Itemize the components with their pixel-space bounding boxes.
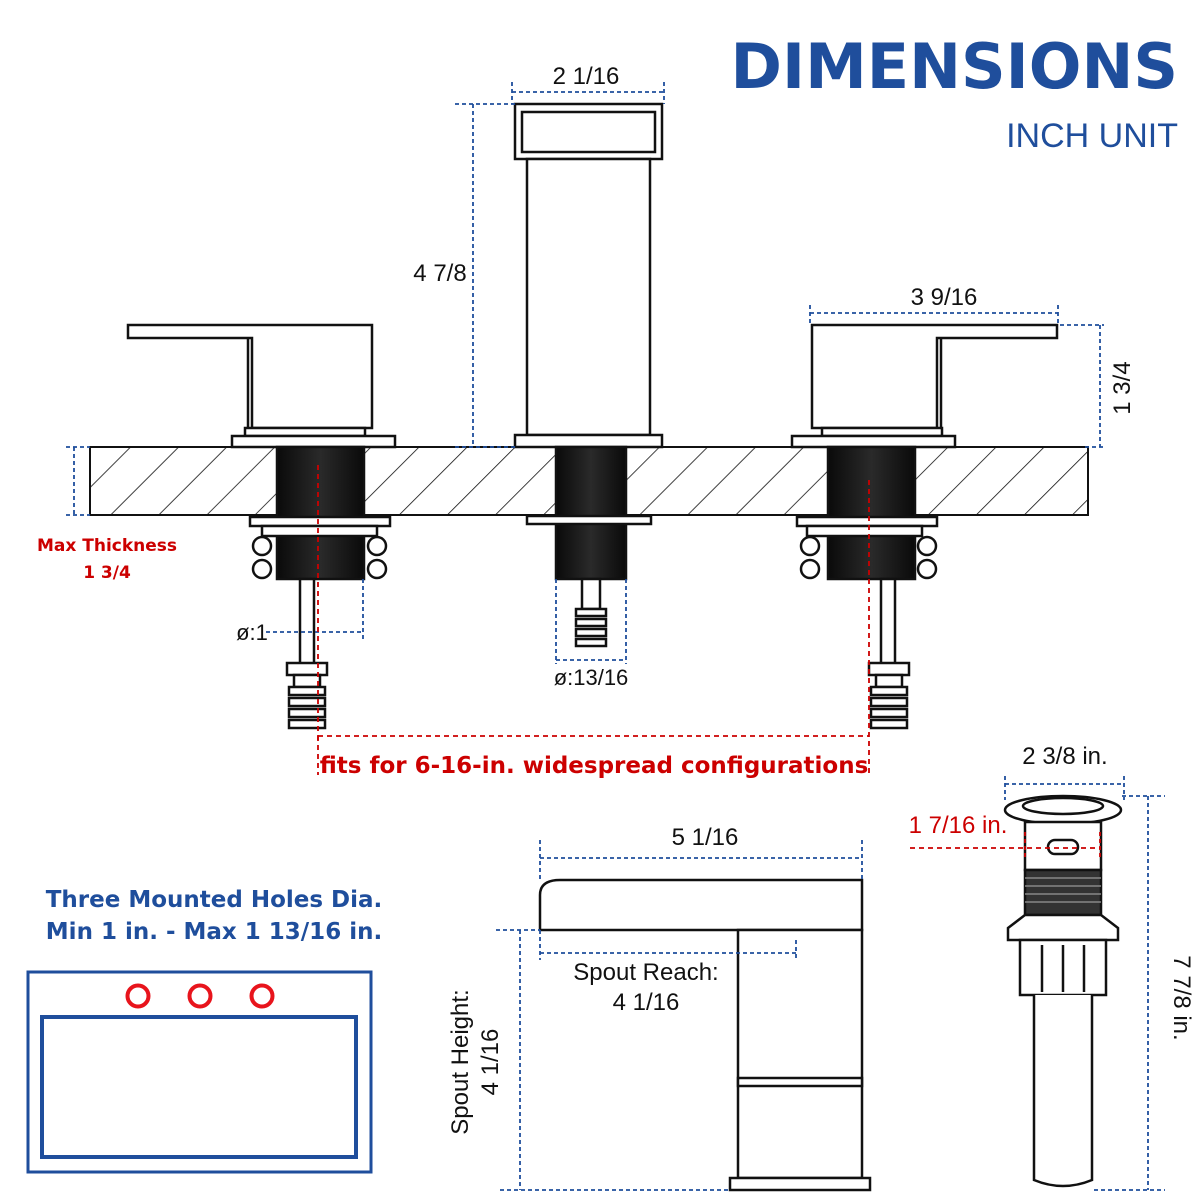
dimension-lines-drain: [910, 776, 1165, 1191]
spout-height-side-label: Spout Height:: [447, 989, 474, 1134]
handle-height-label: 1 3/4: [1109, 361, 1136, 414]
max-thickness-label: Max Thickness: [37, 536, 177, 556]
drain-overflow-width-label: 1 7/16 in.: [909, 812, 1008, 839]
max-thickness-value: 1 3/4: [83, 563, 131, 583]
page-title: DIMENSIONS: [731, 30, 1178, 103]
spout-side-view: [538, 878, 872, 1192]
spout-width-label: 2 1/16: [553, 63, 620, 90]
pop-up-drain: [1003, 794, 1123, 1188]
unit-label: INCH UNIT: [1006, 117, 1178, 155]
handle-length-label: 3 9/16: [911, 284, 978, 311]
mounting-hole-icon: [125, 983, 151, 1009]
drain-height-label: 7 7/8 in.: [1168, 955, 1195, 1040]
mounting-hole-icon: [249, 983, 275, 1009]
widespread-note: fits for 6-16-in. widespread configurati…: [320, 753, 869, 779]
mounting-hole-icon: [187, 983, 213, 1009]
dimension-lines-top: [66, 82, 1104, 664]
dimension-lines-spout: [496, 840, 863, 1191]
holes-title-line2: Min 1 in. - Max 1 13/16 in.: [46, 919, 382, 945]
spout-height-side-value: 4 1/16: [477, 1029, 504, 1096]
widespread-center-lines: [317, 465, 870, 775]
spout-length-label: 5 1/16: [672, 824, 739, 851]
spout-front: [513, 102, 664, 648]
shank-diameter-handle-label: ø:1: [236, 620, 268, 645]
spout-reach-value: 4 1/16: [613, 989, 680, 1016]
spout-height-label: 4 7/8: [413, 260, 466, 287]
drain-top-width-label: 2 3/8 in.: [1022, 743, 1107, 770]
sink-top-view: [26, 970, 373, 1174]
right-handle: [790, 323, 1059, 730]
spout-reach-label: Spout Reach:: [573, 959, 718, 986]
left-handle: [126, 323, 397, 730]
holes-title-line1: Three Mounted Holes Dia.: [46, 887, 383, 913]
shank-diameter-spout-label: ø:13/16: [554, 665, 629, 690]
